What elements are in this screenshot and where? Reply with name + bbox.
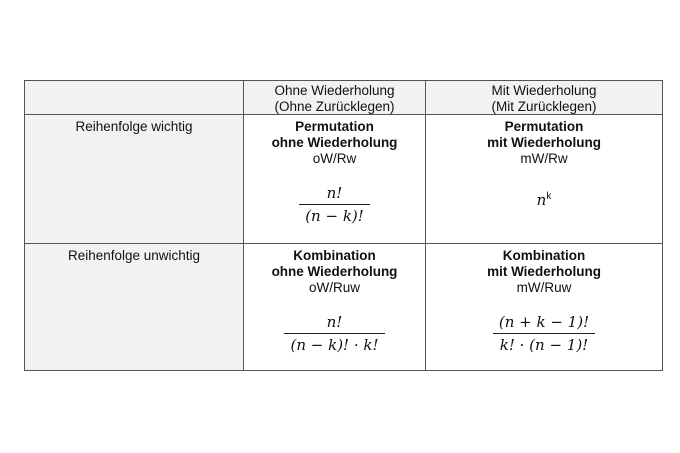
denominator: (n − k)! · k! [284,333,385,353]
header-ohne-wiederholung: Ohne Wiederholung (Ohne Zurücklegen) [243,80,426,115]
cell-permutation-mit: Permutation mit Wiederholung mW/Rw nk [425,114,663,244]
cell-title: mit Wiederholung [487,135,601,150]
cell-title: mit Wiederholung [487,264,601,279]
denominator: k! · (n − 1)! [492,333,596,353]
base: n [536,191,547,209]
numerator: n! [326,184,343,202]
cell-kombination-ohne: Kombination ohne Wiederholung oW/Ruw n! (… [243,243,426,371]
formula: n! (n − k)! [299,185,370,224]
numerator: n! [326,313,343,331]
cell-code: mW/Ruw [516,280,572,295]
cell-permutation-ohne: Permutation ohne Wiederholung oW/Rw n! (n… [243,114,426,244]
header-line: (Ohne Zurücklegen) [274,99,395,114]
denominator: (n − k)! [299,204,370,224]
row-label-text: Reihenfolge wichtig [75,119,193,134]
formula: nk [426,189,662,208]
header-line: Mit Wiederholung [491,83,597,98]
formula: n! (n − k)! · k! [284,313,385,353]
cell-title: ohne Wiederholung [271,135,398,150]
exponent: k [546,191,552,202]
cell-title: Permutation [504,119,584,134]
cell-kombination-mit: Kombination mit Wiederholung mW/Ruw (n +… [425,243,663,371]
row-label-wichtig: Reihenfolge wichtig [24,114,244,244]
cell-code: mW/Rw [520,151,568,166]
header-empty-cell [24,80,244,115]
header-line: Ohne Wiederholung [274,83,395,98]
row-label-unwichtig: Reihenfolge unwichtig [24,243,244,371]
header-line: (Mit Zurücklegen) [491,99,597,114]
numerator: (n + k − 1)! [498,313,590,331]
cell-code: oW/Ruw [308,280,360,295]
header-mit-wiederholung: Mit Wiederholung (Mit Zurücklegen) [425,80,663,115]
cell-title: ohne Wiederholung [271,264,398,279]
cell-title: Kombination [293,248,376,263]
cell-code: oW/Rw [312,151,357,166]
row-label-text: Reihenfolge unwichtig [67,248,201,263]
formula: (n + k − 1)! k! · (n − 1)! [492,313,596,353]
cell-title: Kombination [502,248,586,263]
cell-title: Permutation [295,119,374,134]
